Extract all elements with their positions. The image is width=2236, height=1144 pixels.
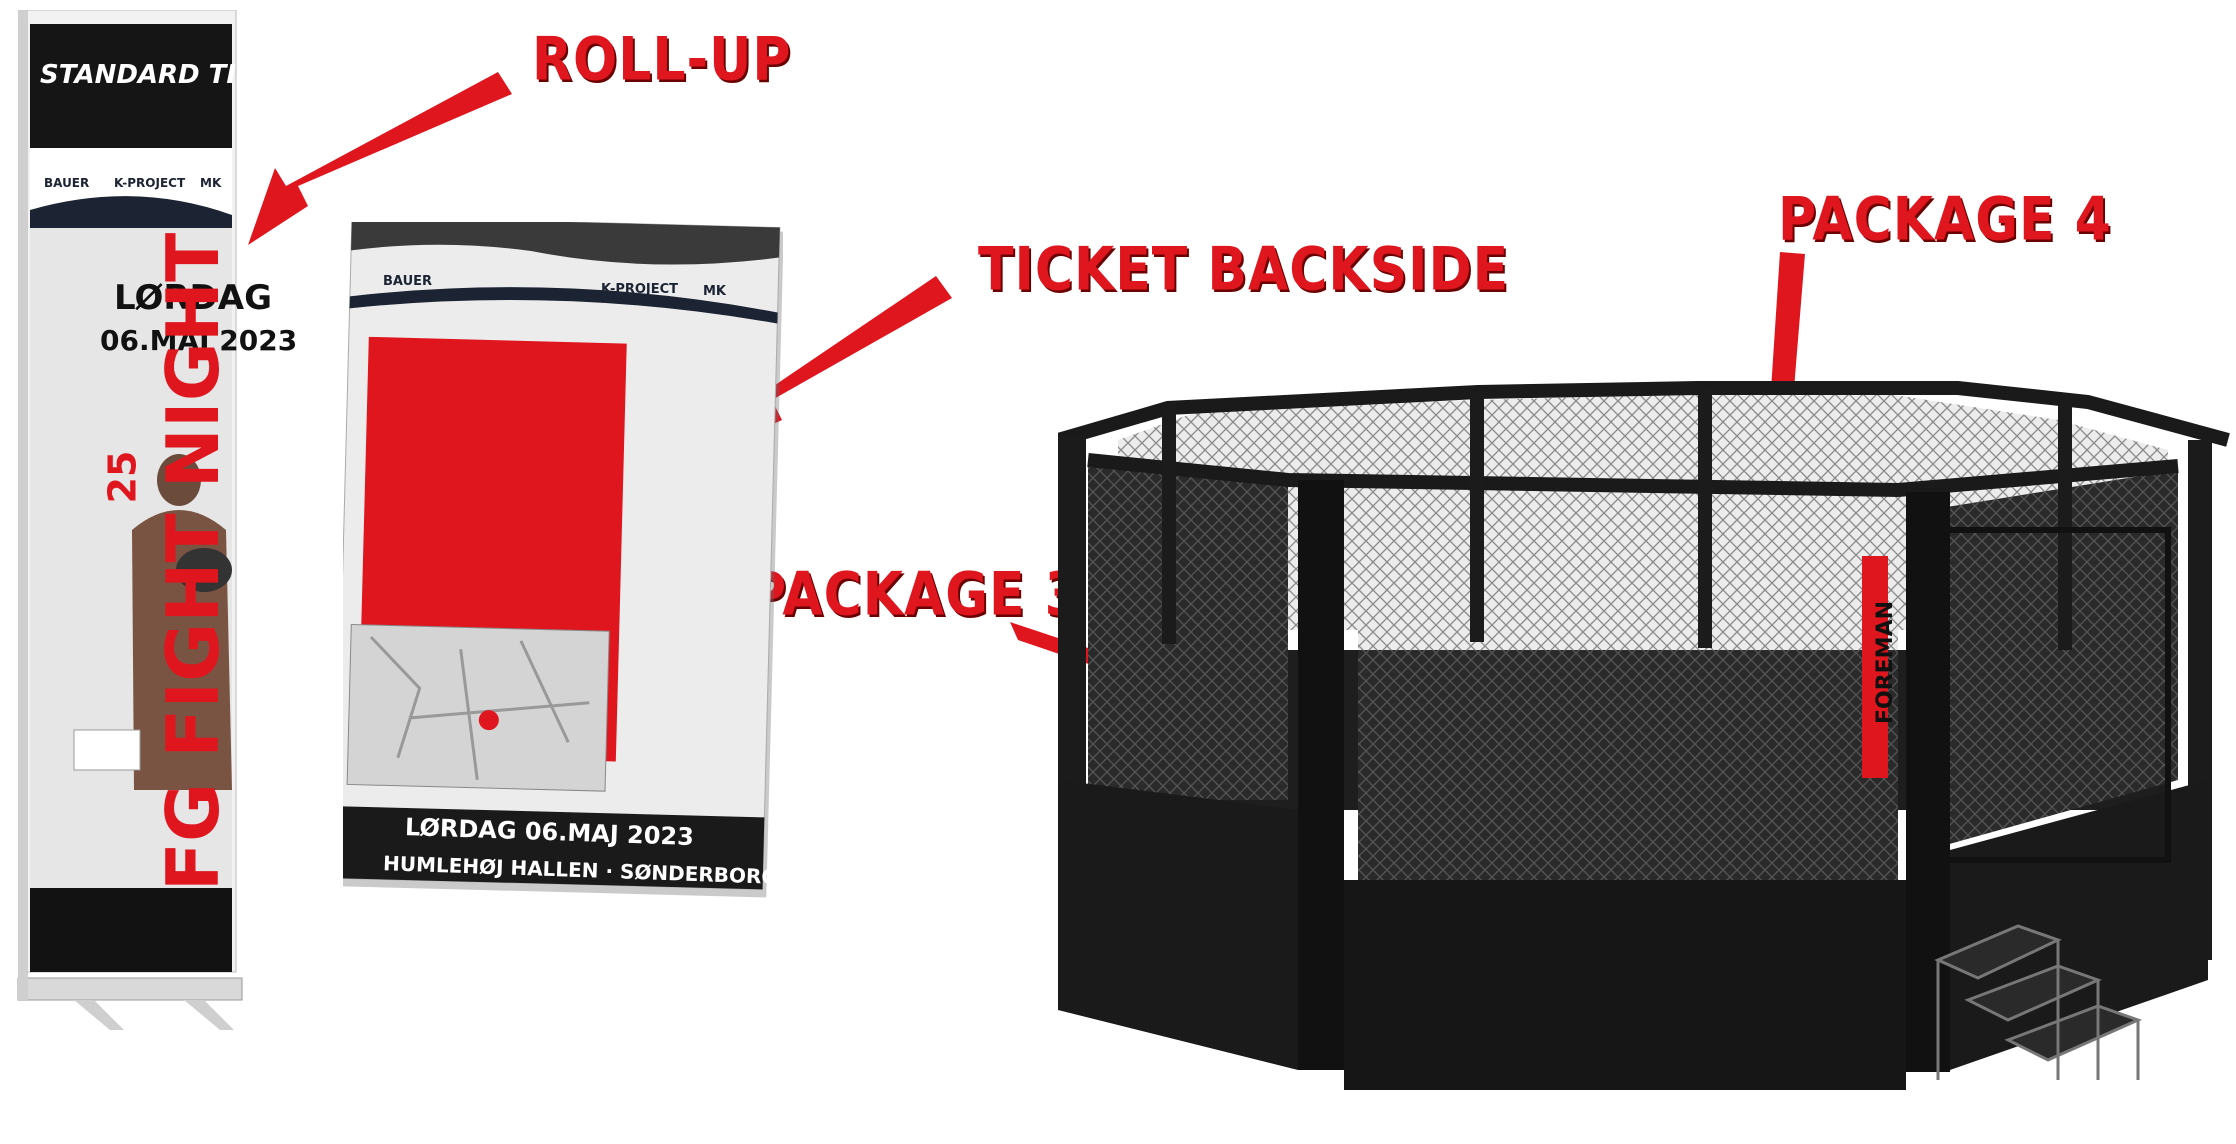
rollup-sponsor-kproject: K-PROJECT: [114, 176, 186, 190]
label-rollup: ROLL-UP: [532, 25, 792, 95]
rollup-event-number: 25: [100, 450, 145, 504]
rollup-sponsor-mk: MK: [200, 176, 222, 190]
arrow-rollup: [248, 72, 512, 245]
ticket-backside: BAUER K-PROJECT MK LØRDAG 06.MAJ 2023 HU…: [334, 215, 784, 902]
cage-brand-label: FOREMAN: [1873, 600, 1899, 725]
ticket-sponsor-bauer: BAUER: [383, 274, 433, 289]
rollup-header: STANDARD TICKET: [40, 60, 311, 90]
rollup-sponsor-bauer: BAUER: [44, 176, 90, 190]
label-package-4: PACKAGE 4: [1778, 185, 2112, 255]
rollup-banner: STANDARD TICKET BAUER K-PROJECT MK LØRDA…: [14, 9, 311, 1040]
rollup-day: LØRDAG: [114, 278, 272, 318]
cage-steps: [1934, 924, 2143, 1080]
rollup-date: 06.MAJ 2023: [100, 324, 298, 357]
ticket-sponsor-mk: MK: [703, 284, 727, 299]
rollup-event-name: FG FIGHT NIGHT: [151, 232, 236, 892]
octagon-cage: FOREMAN: [1056, 380, 2236, 1100]
label-ticket-backside: TICKET BACKSIDE: [978, 235, 1510, 305]
label-package-3: PACKAGE 3: [748, 560, 1082, 630]
ticket-sponsor-kproject: K-PROJECT: [601, 282, 679, 297]
